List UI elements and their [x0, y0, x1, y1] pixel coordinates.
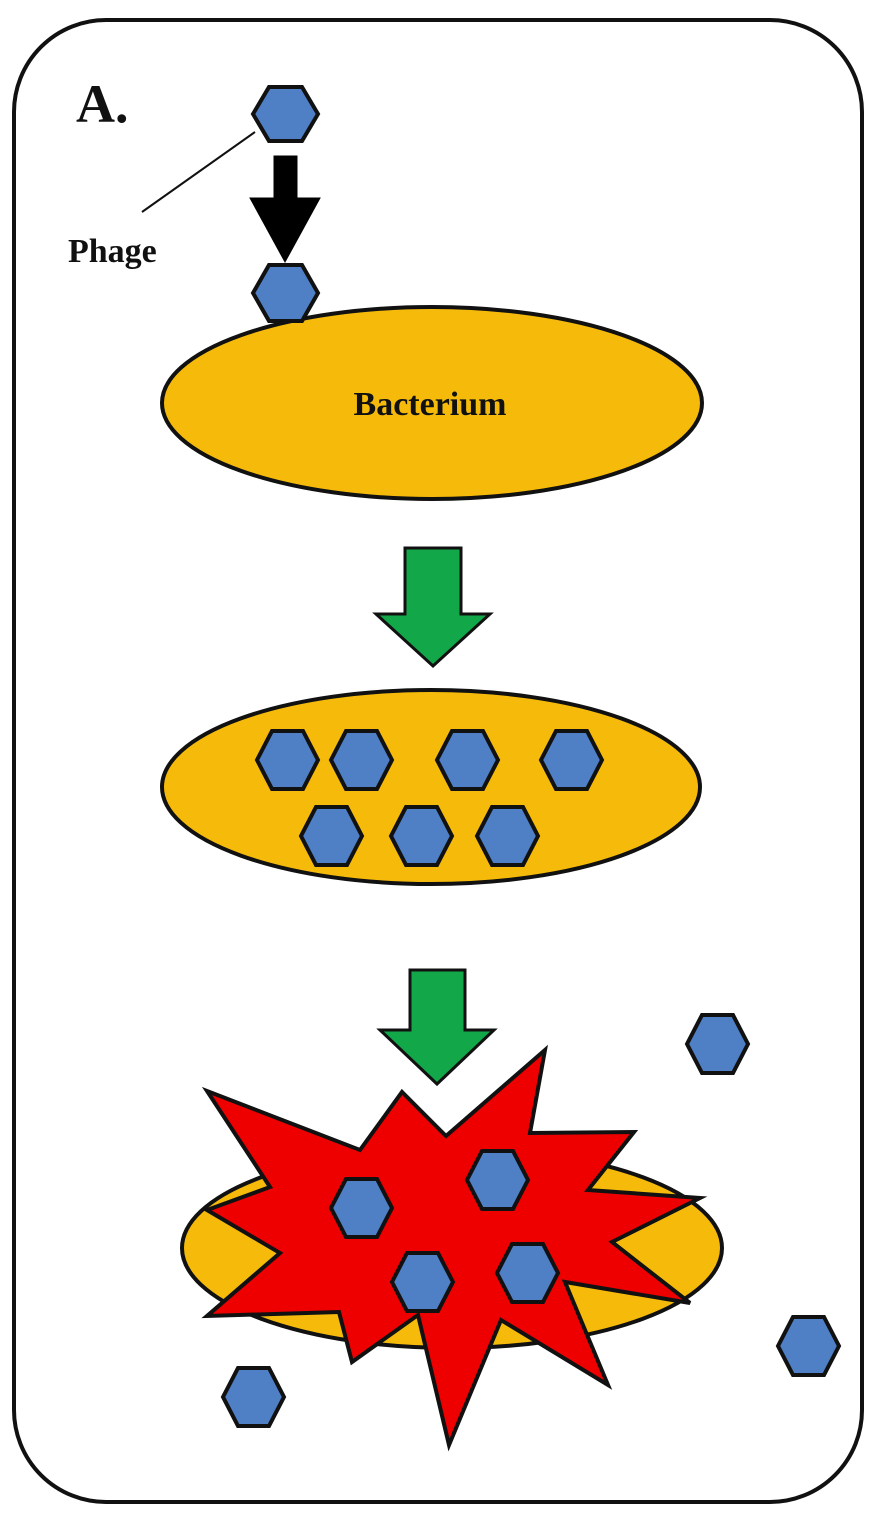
- panel-label: A.: [76, 74, 129, 134]
- phage-icon: [467, 1151, 528, 1209]
- phage-free-icon: [253, 87, 318, 141]
- phage-icon: [778, 1317, 839, 1375]
- phage-icon: [437, 731, 498, 789]
- phage-icon: [687, 1015, 748, 1073]
- phage-icon: [391, 807, 452, 865]
- phage-icon: [477, 807, 538, 865]
- phage-icon: [223, 1368, 284, 1426]
- phage-icon: [331, 731, 392, 789]
- phage-icon: [497, 1244, 558, 1302]
- phage-icon: [331, 1179, 392, 1237]
- bacterium-label: Bacterium: [354, 386, 507, 423]
- phage-label: Phage: [68, 233, 157, 270]
- phage-icon: [301, 807, 362, 865]
- phage-icon: [257, 731, 318, 789]
- phage-icon: [541, 731, 602, 789]
- phage-icon: [392, 1253, 453, 1311]
- phage-attached-icon: [253, 265, 318, 321]
